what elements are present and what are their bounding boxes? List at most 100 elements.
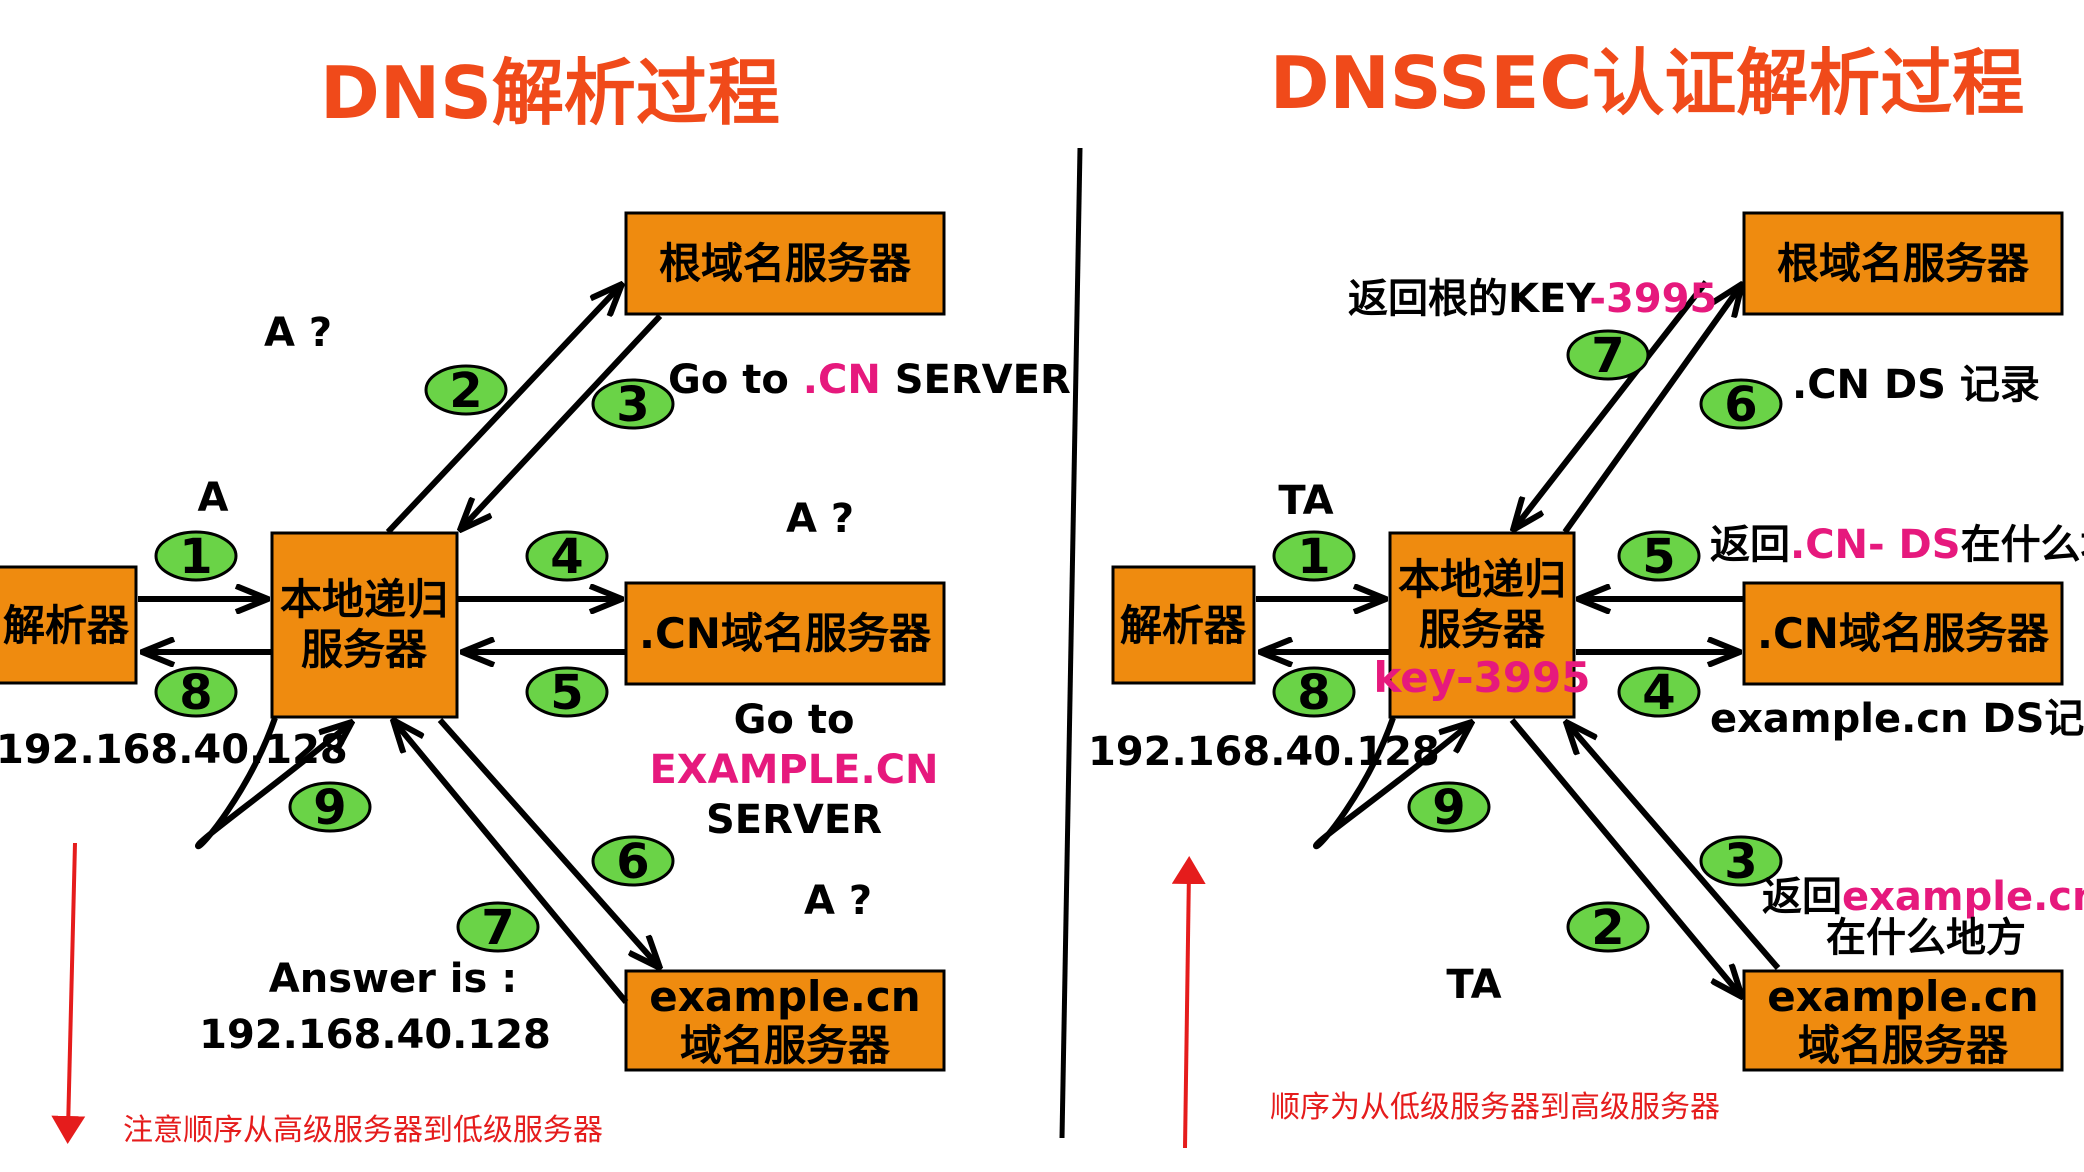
left-resolver-label: 解析器 [3,601,130,650]
svg-text:5: 5 [1642,529,1675,585]
left-label-a-q-root: A ? [264,310,332,356]
right-cn-server-box: .CN域名服务器 [1742,581,2064,686]
right-local-label-2: 服务器 [1419,605,1546,654]
right-example-label-2: 域名服务器 [1798,1021,2009,1070]
right-resolver-box: 解析器 [1111,565,1256,685]
left-label-a-q-cn: A ? [786,496,854,542]
left-step-7: 7 [456,900,540,956]
left-step-6: 6 [591,834,675,890]
right-resolver-label: 解析器 [1120,601,1247,650]
right-step-8: 8 [1272,665,1356,721]
left-step-2: 2 [424,363,508,419]
left-label-resolver-ip: 192.168.40.128 [0,727,348,773]
left-local-recursive-box: 本地递归 服务器 [270,531,459,719]
svg-text:9: 9 [313,780,346,836]
left-step-8: 8 [154,665,238,721]
right-label-resolver-ip: 192.168.40.128 [1088,729,1440,775]
right-local-recursive-box: 本地递归 服务器 key-3995 [1374,531,1591,719]
right-root-server-box: 根域名服务器 [1742,211,2064,316]
right-label-ta-top: TA [1278,478,1333,524]
right-label-ex-ds-where-1: 返回example.cn-DS [1762,874,2084,920]
svg-text:5: 5 [550,665,583,721]
right-label-example-ds: example.cn DS记录 [1710,696,2084,742]
right-arrow-2 [1509,718,1742,997]
left-root-server-box: 根域名服务器 [624,211,946,316]
left-cn-server-box: .CN域名服务器 [624,581,946,686]
svg-text:3: 3 [616,377,649,433]
left-label-a-resolver: A [198,475,229,521]
left-arrow-3 [460,313,663,530]
left-step-5: 5 [525,665,609,721]
right-arrow-6 [1562,284,1742,534]
right-step-5: 5 [1617,529,1701,585]
svg-text:7: 7 [1591,328,1624,384]
svg-text:1: 1 [1297,529,1330,585]
left-local-label-2: 服务器 [301,625,428,674]
left-step-4: 4 [525,529,609,585]
left-label-a-q-example: A ? [804,878,872,924]
svg-text:9: 9 [1432,780,1465,836]
left-root-label: 根域名服务器 [659,239,912,288]
left-label-answer-1: Answer is : [269,956,517,1002]
svg-text:6: 6 [616,834,649,890]
right-label-root-key: 返回根的KEY-3995 [1348,276,1717,322]
right-example-server-box: example.cn 域名服务器 [1742,969,2064,1072]
right-cn-label: .CN域名服务器 [1757,609,2050,658]
right-step-9: 9 [1407,780,1491,836]
right-note: 顺序为从低级服务器到高级服务器 [1270,1090,1720,1125]
right-step-1: 1 [1272,529,1356,585]
center-divider [1059,147,1083,1139]
right-example-label-1: example.cn [1767,972,2038,1021]
left-resolver-box: 解析器 [0,565,138,685]
left-example-label-1: example.cn [649,972,920,1021]
left-arrow-6 [437,718,660,968]
left-arrow-9 [194,718,352,850]
left-step-9: 9 [288,780,372,836]
right-arrow-7 [1513,280,1709,530]
left-local-label-1: 本地递归 [280,575,448,624]
left-step-3: 3 [591,377,675,433]
left-title: DNS解析过程 [320,51,780,135]
right-label-ta-bottom: TA [1446,962,1501,1008]
left-red-down-arrow [51,842,86,1144]
left-example-server-box: example.cn 域名服务器 [624,969,946,1072]
right-step-3: 3 [1699,834,1783,890]
right-step-6: 6 [1699,377,1783,433]
right-step-2: 2 [1566,900,1650,956]
right-local-label-1: 本地递归 [1398,555,1566,604]
svg-text:8: 8 [1297,665,1330,721]
right-local-key: key-3995 [1374,653,1591,702]
left-step-1: 1 [154,529,238,585]
svg-text:2: 2 [449,363,482,419]
right-step-7: 7 [1566,328,1650,384]
svg-text:8: 8 [179,665,212,721]
svg-text:4: 4 [550,529,583,585]
right-arrow-3 [1566,722,1781,970]
svg-text:7: 7 [481,900,514,956]
left-label-goto-example-1: Go to [734,697,855,743]
svg-text:6: 6 [1724,377,1757,433]
right-arrow-9 [1312,718,1472,850]
left-arrow-2 [385,284,622,535]
svg-text:4: 4 [1642,665,1675,721]
left-example-label-2: 域名服务器 [680,1021,891,1070]
right-root-label: 根域名服务器 [1777,239,2030,288]
svg-text:2: 2 [1591,900,1624,956]
left-label-answer-2: 192.168.40.128 [199,1012,551,1058]
left-label-goto-cn: Go to .CN SERVER [668,357,1071,403]
right-red-up-arrow [1171,856,1206,1149]
left-label-goto-example-3: SERVER [706,797,882,843]
left-note: 注意顺序从高级服务器到低级服务器 [123,1113,603,1148]
svg-text:3: 3 [1724,834,1757,890]
right-title: DNSSEC认证解析过程 [1270,41,2025,125]
left-arrow-7 [393,720,629,1004]
svg-text:1: 1 [179,529,212,585]
left-label-goto-example-2: EXAMPLE.CN [649,747,938,793]
right-label-cn-ds: .CN DS 记录 [1792,362,2040,408]
left-cn-label: .CN域名服务器 [639,609,932,658]
right-step-4: 4 [1617,665,1701,721]
right-label-ex-ds-where-2: 在什么地方 [1826,915,2026,961]
right-label-ds-where: 返回.CN- DS在什么地方 [1710,522,2084,568]
